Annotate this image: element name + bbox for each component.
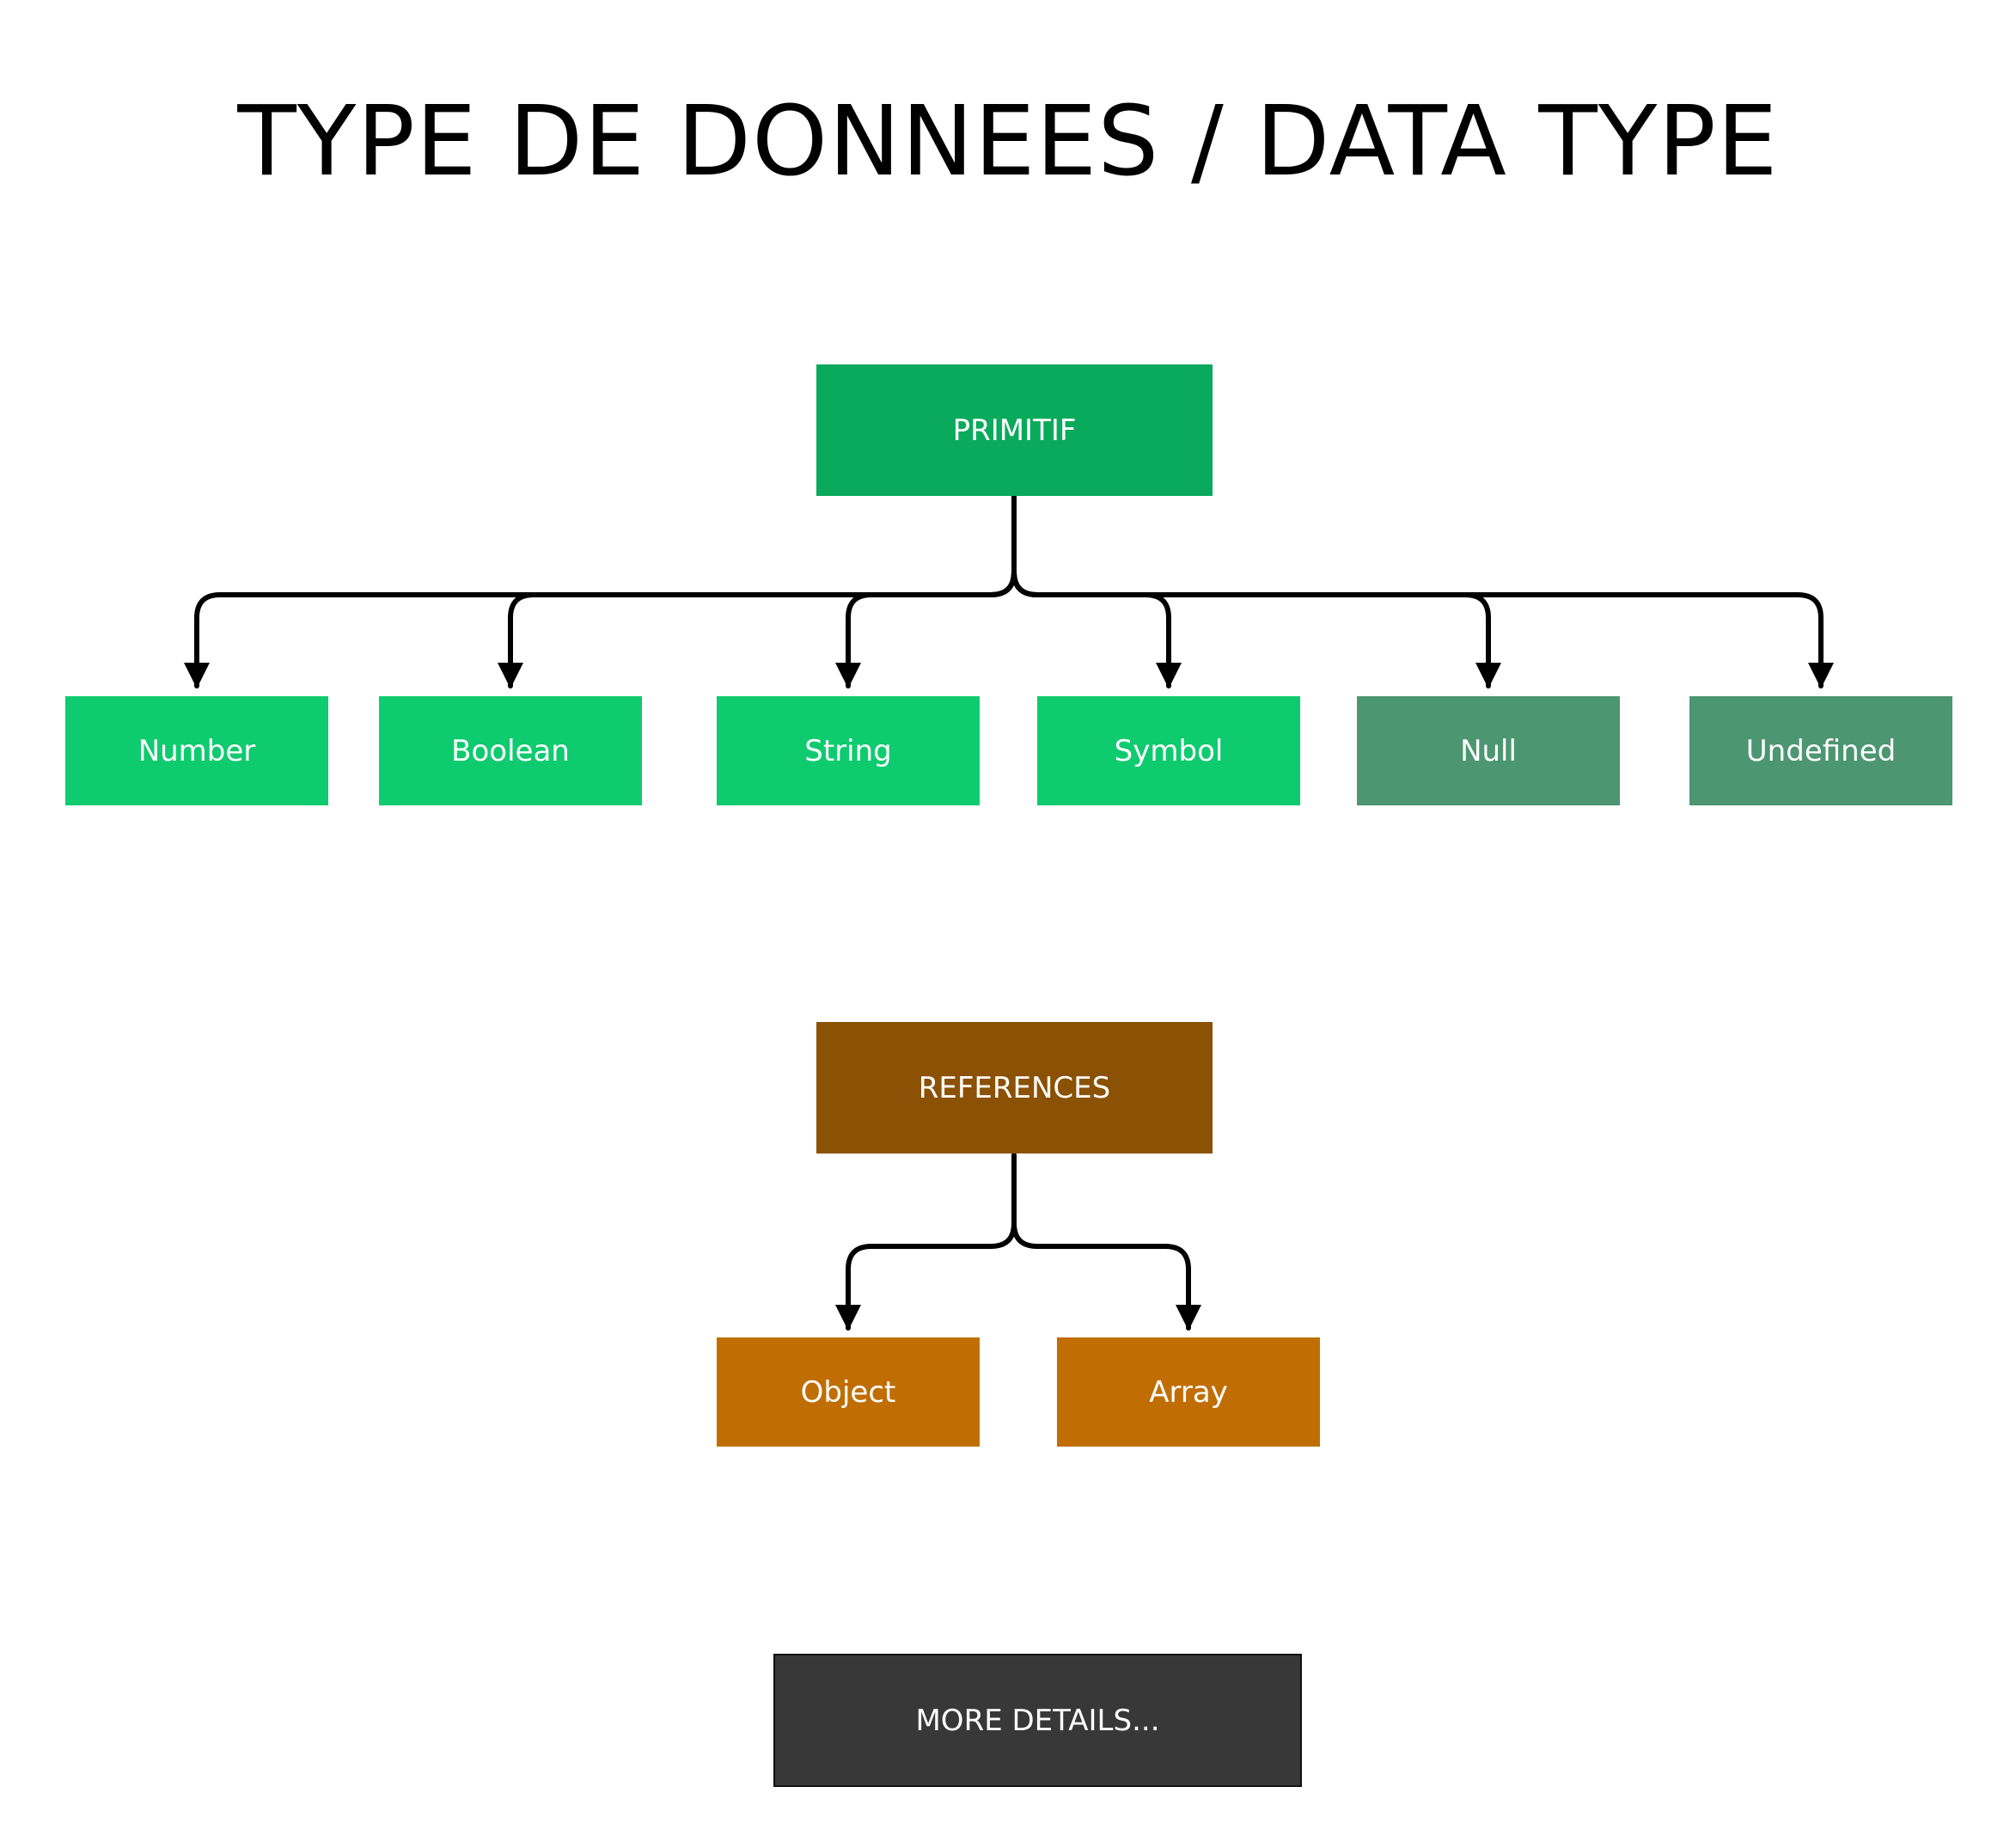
array-label: Array: [1149, 1374, 1228, 1410]
number-node: Number: [65, 696, 328, 805]
references-node: REFERENCES: [816, 1022, 1213, 1153]
connector-primitif-symbol: [1011, 494, 1182, 688]
symbol-node: Symbol: [1037, 696, 1300, 805]
primitif-node: PRIMITIF: [816, 364, 1213, 496]
number-label: Number: [137, 733, 256, 768]
undefined-label: Undefined: [1745, 733, 1897, 768]
more-details-label: MORE DETAILS...: [915, 1703, 1160, 1738]
connector-primitif-null: [1011, 494, 1501, 688]
connector-primitif-string: [835, 494, 1017, 688]
array-node: Array: [1057, 1337, 1320, 1447]
references-label: REFERENCES: [918, 1070, 1111, 1105]
connector-primitif-undefined: [1011, 494, 1834, 688]
null-node: Null: [1357, 696, 1620, 805]
undefined-node: Undefined: [1689, 696, 1952, 805]
connector-references-object: [835, 1153, 1017, 1331]
more-details-button[interactable]: MORE DETAILS...: [773, 1654, 1302, 1787]
object-node: Object: [717, 1337, 980, 1447]
string-node: String: [717, 696, 980, 805]
null-label: Null: [1460, 733, 1517, 768]
connector-primitif-number: [184, 494, 1017, 688]
boolean-node: Boolean: [379, 696, 642, 805]
connector-references-array: [1011, 1153, 1201, 1331]
boolean-label: Boolean: [451, 733, 570, 768]
symbol-label: Symbol: [1114, 733, 1224, 768]
primitif-label: PRIMITIF: [952, 413, 1077, 448]
object-label: Object: [800, 1374, 896, 1410]
string-label: String: [804, 733, 892, 768]
diagram-title: TYPE DE DONNEES / DATA TYPE: [237, 86, 1779, 198]
connector-primitif-boolean: [498, 494, 1017, 688]
